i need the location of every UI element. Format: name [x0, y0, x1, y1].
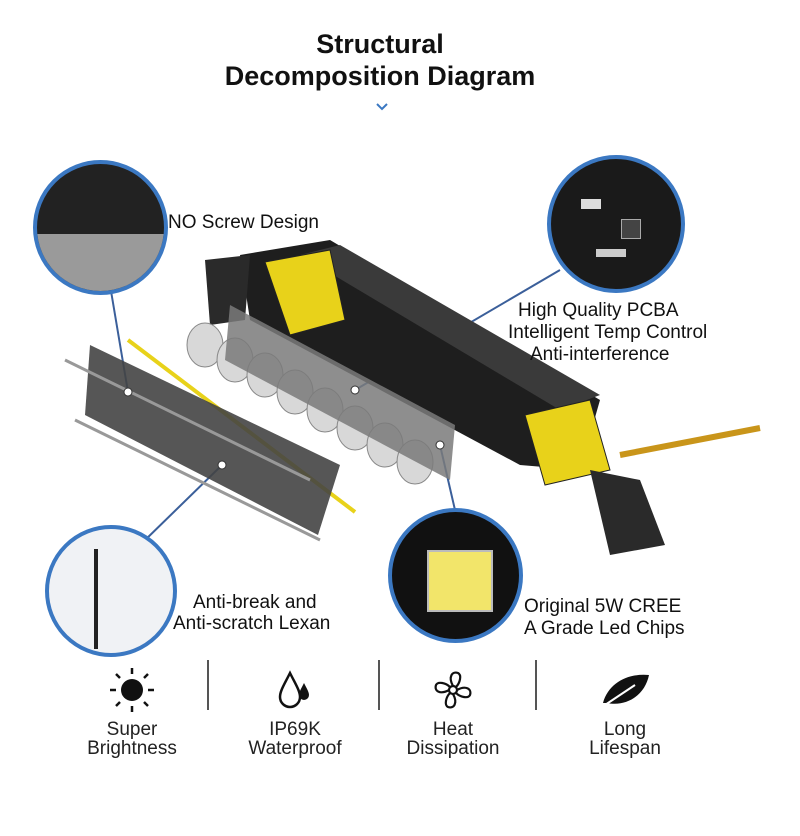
divider [207, 660, 209, 710]
feature-line-2: Waterproof [248, 738, 342, 759]
led-chip-detail-circle [388, 508, 523, 643]
fan-icon [373, 660, 533, 720]
feature-lifespan: Long Lifespan [545, 660, 705, 758]
feature-line-1: Heat [432, 719, 474, 740]
label-lexan-2: Anti-scratch Lexan [173, 613, 331, 634]
chevron-down-icon [376, 103, 388, 111]
feature-heat-dissipation: Heat Dissipation [373, 660, 533, 758]
feature-line-2: Dissipation [406, 738, 500, 759]
label-chips-1: Original 5W CREE [524, 596, 682, 617]
feature-line-2: Brightness [87, 738, 177, 759]
title-line-1: Structural [316, 29, 444, 59]
feature-line-1: Long [603, 719, 647, 740]
label-chips-2: A Grade Led Chips [524, 618, 685, 639]
label-lexan-1: Anti-break and [193, 592, 317, 613]
feature-line-2: Lifespan [589, 738, 661, 759]
feature-waterproof: IP69K Waterproof [215, 660, 375, 758]
pcba-detail-circle [547, 155, 685, 293]
label-no-screw: NO Screw Design [168, 212, 319, 233]
lexan-detail-circle [45, 525, 177, 657]
label-pcba-2: Intelligent Temp Control [508, 322, 708, 343]
feature-brightness: Super Brightness [52, 660, 212, 758]
divider [535, 660, 537, 710]
label-pcba-1: High Quality PCBA [518, 300, 679, 321]
label-pcba-3: Anti-interference [530, 344, 670, 365]
feature-line-1: IP69K [269, 719, 321, 740]
title-line-2: Decomposition Diagram [224, 61, 536, 91]
feature-line-1: Super [106, 719, 158, 740]
leaf-icon [545, 660, 705, 720]
water-drop-icon [215, 660, 375, 720]
divider [378, 660, 380, 710]
sun-icon [52, 660, 212, 720]
no-screw-detail-circle [33, 160, 168, 295]
